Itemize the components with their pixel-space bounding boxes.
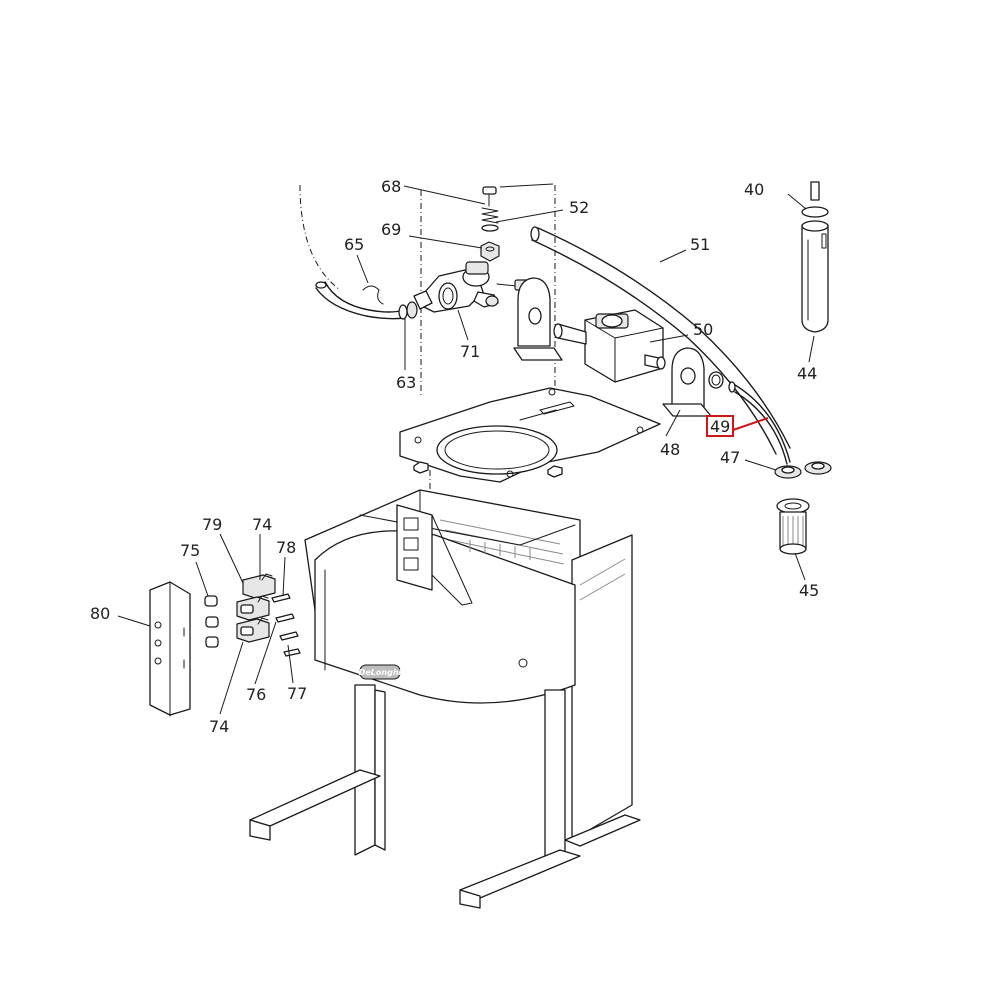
label-51: 51 bbox=[690, 235, 710, 254]
filter-45 bbox=[776, 498, 810, 555]
label-68: 68 bbox=[381, 177, 401, 196]
label-78: 78 bbox=[276, 538, 296, 557]
machine-frame: DeLonghi bbox=[249, 489, 641, 909]
label-79: 79 bbox=[202, 515, 222, 534]
brand-badge bbox=[359, 664, 401, 680]
highlight-box bbox=[706, 415, 734, 437]
label-80: 80 bbox=[90, 604, 110, 623]
valve-nut-69 bbox=[480, 241, 500, 262]
label-47: 47 bbox=[720, 448, 740, 467]
pump-50 bbox=[553, 309, 666, 383]
leader-lines bbox=[117, 183, 815, 715]
label-74-top: 74 bbox=[252, 515, 272, 534]
o-ring-63 bbox=[398, 301, 418, 320]
terminals-76-77-78 bbox=[271, 593, 301, 657]
valve-body-71 bbox=[413, 261, 530, 313]
label-77: 77 bbox=[287, 684, 307, 703]
label-49: 49 bbox=[710, 417, 730, 436]
label-40: 40 bbox=[744, 180, 764, 199]
highlight-leader bbox=[732, 417, 769, 431]
brand-badge-text: DeLonghi bbox=[359, 668, 402, 677]
label-44: 44 bbox=[797, 364, 817, 383]
highlight-49 bbox=[706, 415, 769, 437]
label-65: 65 bbox=[344, 235, 364, 254]
pump-base-plate bbox=[399, 387, 661, 483]
switches-74-79 bbox=[236, 573, 276, 643]
hose-65 bbox=[315, 281, 405, 320]
gaskets-47 bbox=[774, 461, 832, 479]
label-76: 76 bbox=[246, 685, 266, 704]
label-48: 48 bbox=[660, 440, 680, 459]
label-45: 45 bbox=[799, 581, 819, 600]
label-63: 63 bbox=[396, 373, 416, 392]
tank-valve-44 bbox=[801, 181, 829, 333]
spring-52 bbox=[481, 207, 499, 232]
label-52: 52 bbox=[569, 198, 589, 217]
label-69: 69 bbox=[381, 220, 401, 239]
control-panel-80 bbox=[149, 581, 191, 717]
label-74-bottom: 74 bbox=[209, 717, 229, 736]
hose-clamp bbox=[708, 371, 724, 389]
valve-screw-68 bbox=[482, 186, 497, 207]
pump-bracket-48 bbox=[662, 347, 712, 417]
knobs-75 bbox=[204, 595, 219, 648]
part-labels: 68 52 69 65 71 63 51 50 48 49 47 40 44 4… bbox=[90, 177, 819, 736]
pump-bracket-left bbox=[513, 277, 563, 361]
label-50: 50 bbox=[693, 320, 713, 339]
hose-51 bbox=[530, 226, 791, 455]
hose-49 bbox=[728, 381, 791, 465]
label-71: 71 bbox=[460, 342, 480, 361]
label-75: 75 bbox=[180, 541, 200, 560]
